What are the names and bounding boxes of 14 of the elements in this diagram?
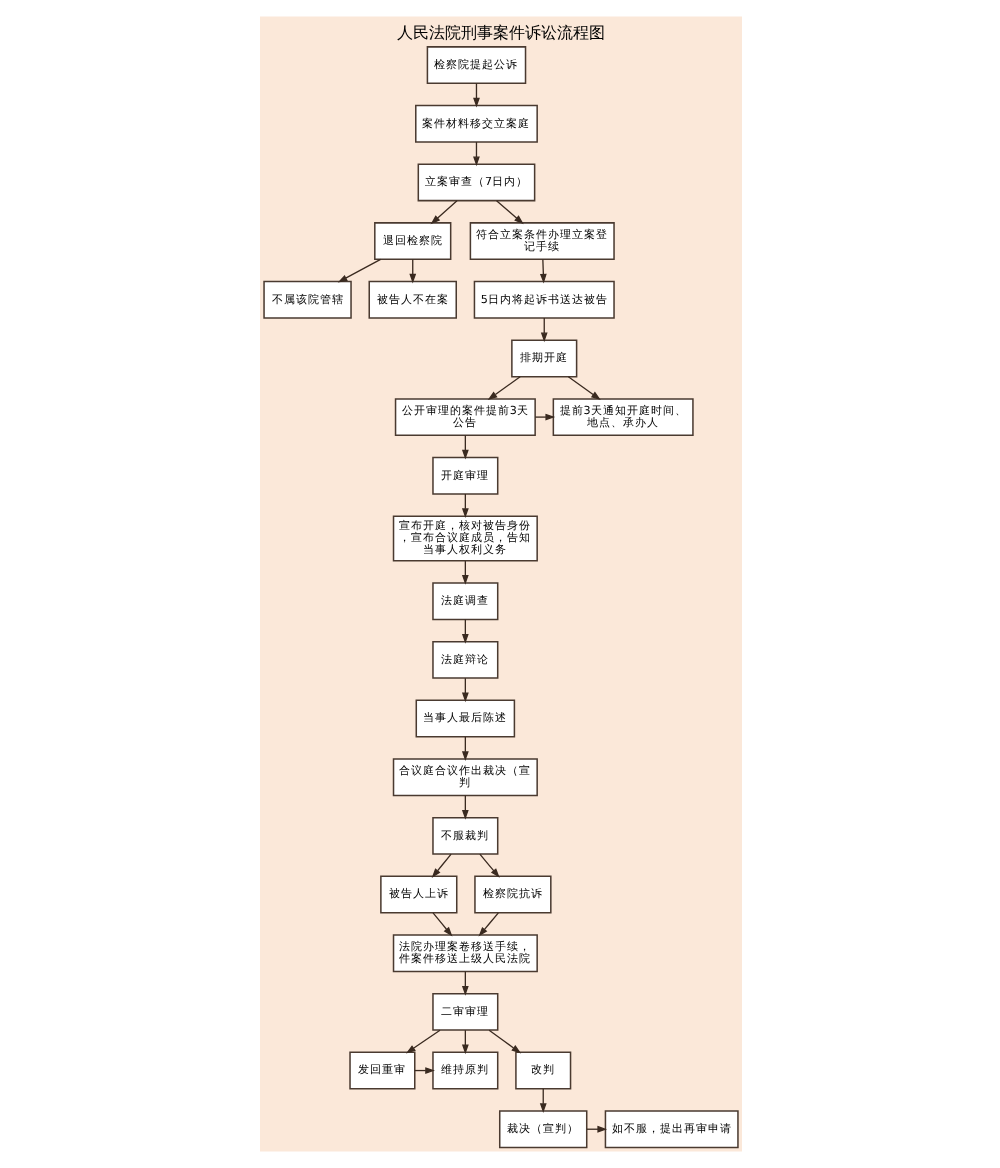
arrow [430,853,451,878]
arrow [478,853,499,878]
diagram-title: 人民法院刑事案件诉讼流程图 [396,21,604,42]
arrow [336,258,381,283]
arrow [429,200,457,225]
arrow [404,1029,440,1054]
arrow [431,912,452,937]
arrow [538,258,546,284]
arrow [487,1029,521,1054]
arrow [533,413,555,421]
arrow [486,376,520,401]
arrow [494,200,523,225]
arrow [477,912,499,937]
arrow [566,376,600,401]
